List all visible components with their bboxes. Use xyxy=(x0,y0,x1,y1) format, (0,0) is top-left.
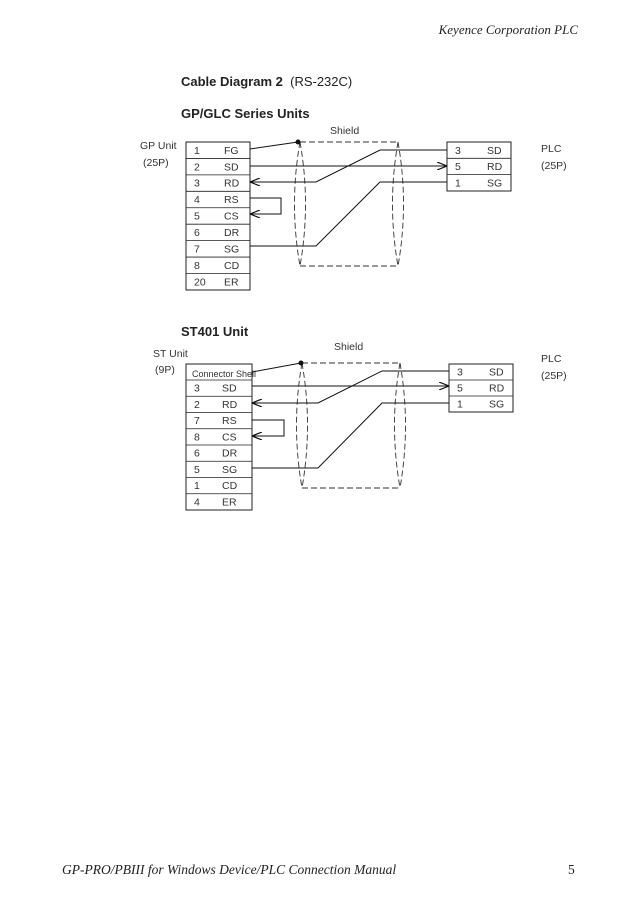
d2-left-signal-name: CS xyxy=(222,431,237,443)
d2-left-signal-name: SG xyxy=(222,464,237,476)
d1-left-unit-pins: (25P) xyxy=(143,157,169,169)
d1-left-unit-name: GP Unit xyxy=(140,140,177,152)
page-title: Cable Diagram 2 (RS-232C) xyxy=(181,74,352,89)
d1-left-pin-number: 4 xyxy=(194,194,200,206)
d2-left-pin-number: 8 xyxy=(194,431,200,443)
d1-sg-wire xyxy=(250,181,447,247)
d1-right-connector: 3 SD 5 RD 1 SG xyxy=(446,141,512,192)
d1-left-pin-number: 2 xyxy=(194,161,200,173)
d2-right-signal-name: SG xyxy=(489,399,504,411)
d1-left-pin-number: 3 xyxy=(194,178,200,190)
title-main: Cable Diagram 2 xyxy=(181,74,283,89)
d2-right-signal-name: SD xyxy=(489,367,504,379)
d1-left-signal-name: FG xyxy=(224,145,239,157)
d1-left-signal-name: SG xyxy=(224,243,239,255)
d1-left-signal-name: ER xyxy=(224,276,239,288)
diagram1-heading: GP/GLC Series Units xyxy=(181,106,310,121)
d2-right-connector: 3 SD 5 RD 1 SG xyxy=(448,363,514,413)
d2-left-signal-name: RD xyxy=(222,399,238,411)
d2-left-pin-number: 7 xyxy=(194,415,200,427)
d1-left-pin-number: 20 xyxy=(194,276,206,288)
d2-left-pin-number: 2 xyxy=(194,399,200,411)
d1-left-pin-number: 7 xyxy=(194,243,200,255)
d2-left-signal-name: SD xyxy=(222,383,237,395)
d1-left-signal-name: RD xyxy=(224,178,240,190)
d2-shield xyxy=(296,362,406,489)
d1-left-pin-number: 1 xyxy=(194,145,200,157)
d2-right-signal-name: RD xyxy=(489,383,505,395)
d2-sg-wire xyxy=(252,402,449,469)
d1-right-unit-pins: (25P) xyxy=(541,160,567,172)
d1-shield xyxy=(294,141,404,267)
d1-fg-wire xyxy=(249,139,301,150)
d1-right-signal-name: SD xyxy=(487,145,502,157)
d1-left-pin-number: 6 xyxy=(194,227,200,239)
d1-right-pin-number: 3 xyxy=(455,145,461,157)
diagram2-heading: ST401 Unit xyxy=(181,324,249,339)
d1-left-signal-name: RS xyxy=(224,194,239,206)
d2-left-unit-name: ST Unit xyxy=(153,348,188,360)
d2-rd-sd-wire xyxy=(253,370,449,403)
d1-shield-label: Shield xyxy=(330,125,359,137)
d1-right-signal-name: RD xyxy=(487,161,503,173)
d2-left-signal-name: ER xyxy=(222,496,237,508)
d1-left-pin-number: 5 xyxy=(194,211,200,223)
d1-left-pin-number: 8 xyxy=(194,260,200,272)
d1-right-pin-number: 1 xyxy=(455,177,461,189)
d2-right-pin-number: 1 xyxy=(457,399,463,411)
d1-rd-sd-wire xyxy=(251,149,447,182)
d2-right-unit-pins: (25P) xyxy=(541,370,567,382)
d2-left-signal-name: RS xyxy=(222,415,237,427)
running-header: Keyence Corporation PLC xyxy=(438,22,578,37)
title-sub: (RS-232C) xyxy=(290,74,353,89)
d2-left-connector: Connector Shell 3 SD 2 RD 7 RS 8 CS 6 DR 5 SG 1 CD 4 ER xyxy=(185,363,256,511)
d2-shell-wire xyxy=(251,360,304,373)
d2-left-pin-number: 4 xyxy=(194,496,200,508)
d1-right-unit-name: PLC xyxy=(541,143,562,155)
d1-left-signal-name: CS xyxy=(224,211,239,223)
d2-left-signal-name: DR xyxy=(222,448,238,460)
d1-right-signal-name: SG xyxy=(487,177,502,189)
d2-right-unit-name: PLC xyxy=(541,353,562,365)
d1-left-signal-name: SD xyxy=(224,161,239,173)
d1-rs-cs-loop xyxy=(250,197,282,214)
d2-left-signal-name: CD xyxy=(222,480,238,492)
d2-left-pin-number: 5 xyxy=(194,464,200,476)
d2-connector-shell-label: Connector Shell xyxy=(192,369,256,379)
d2-right-pin-number: 3 xyxy=(457,367,463,379)
d1-left-signal-name: CD xyxy=(224,260,240,272)
running-footer: GP-PRO/PBIII for Windows Device/PLC Conn… xyxy=(62,862,397,877)
page-number: 5 xyxy=(568,862,575,877)
d2-left-pin-number: 3 xyxy=(194,383,200,395)
d2-shield-label: Shield xyxy=(334,341,363,353)
d2-right-pin-number: 5 xyxy=(457,383,463,395)
d1-left-connector: 1 FG 2 SD 3 RD 4 RS 5 CS 6 DR 7 SG 8 CD 20 ER xyxy=(185,141,251,291)
d2-rs-cs-loop xyxy=(252,419,285,436)
d2-left-pin-number: 6 xyxy=(194,448,200,460)
d2-left-pin-number: 1 xyxy=(194,480,200,492)
d2-left-unit-pins: (9P) xyxy=(155,364,175,376)
d1-left-signal-name: DR xyxy=(224,227,240,239)
d1-right-pin-number: 5 xyxy=(455,161,461,173)
